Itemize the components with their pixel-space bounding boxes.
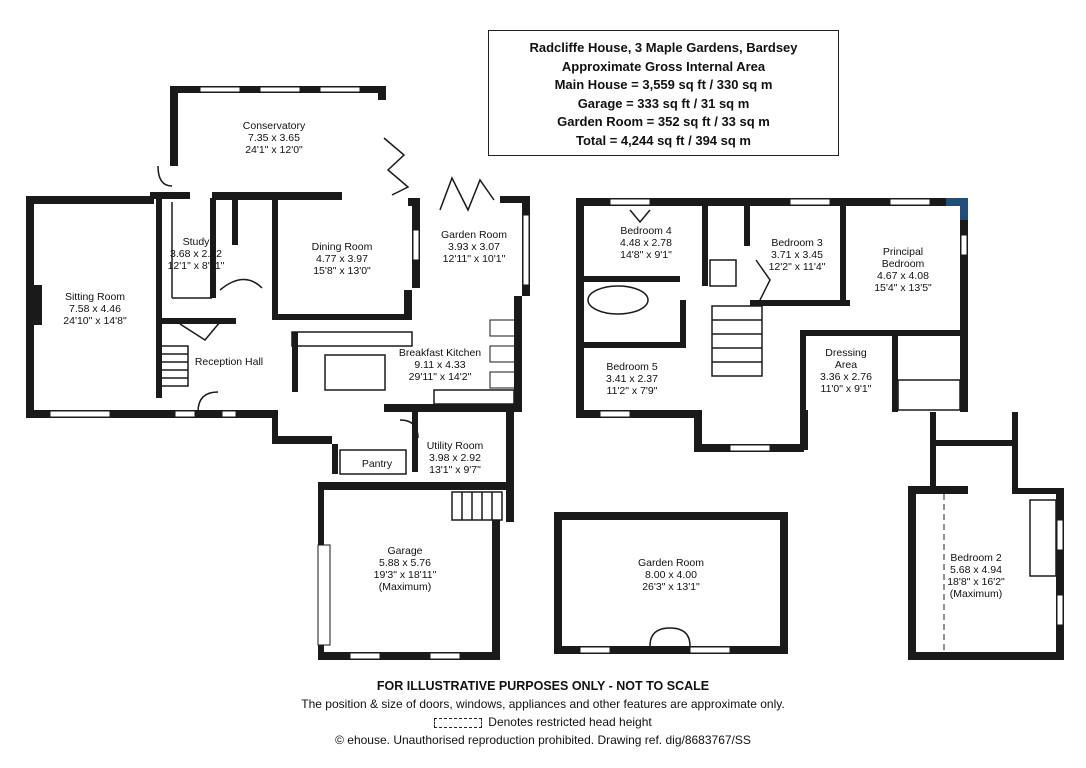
property-address: Radcliffe House, 3 Maple Gardens, Bardse… [529, 40, 798, 55]
ground-floor [26, 86, 530, 660]
garden-room-outbuilding [554, 512, 788, 654]
disclaimer-text: The position & size of doors, windows, a… [301, 697, 785, 711]
legend-text: Denotes restricted head height [488, 715, 652, 729]
area-total: Total = 4,244 sq ft / 394 sq m [576, 132, 751, 148]
copyright-text: © ehouse. Unauthorised reproduction proh… [335, 733, 751, 747]
first-floor [576, 198, 1064, 660]
area-main-house: Main House = 3,559 sq ft / 330 sq m [554, 77, 773, 92]
area-summary-box: Radcliffe House, 3 Maple Gardens, Bardse… [488, 30, 839, 156]
dashed-box-icon [434, 717, 483, 728]
area-heading: Approximate Gross Internal Area [561, 58, 766, 74]
label-reception-hall: Reception Hall [195, 356, 263, 368]
disclaimer-heading: FOR ILLUSTRATIVE PURPOSES ONLY - NOT TO … [376, 679, 710, 693]
label-pantry: Pantry [362, 458, 393, 470]
area-garage: Garage = 333 sq ft / 31 sq m [577, 95, 750, 111]
area-garden-room: Garden Room = 352 sq ft / 33 sq m [557, 114, 770, 129]
legend-restricted-height: Denotes restricted head height [0, 713, 1086, 731]
